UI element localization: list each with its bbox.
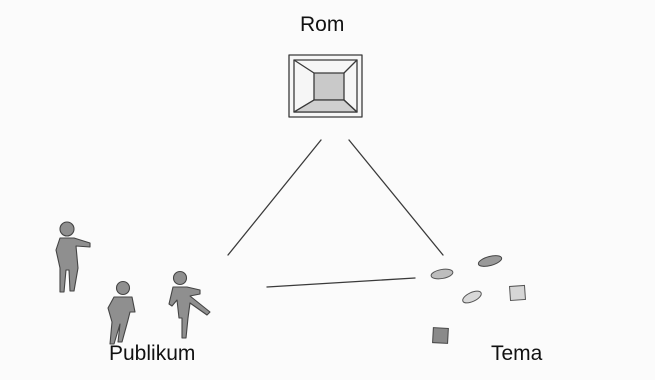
room-audience-line <box>227 139 322 256</box>
room-box-icon <box>288 54 363 118</box>
theme-objects-icon <box>430 255 527 344</box>
person-figure-icon <box>55 221 91 293</box>
audience-label: Publikum <box>109 342 196 365</box>
person-figure-icon <box>168 270 211 339</box>
audience-theme-line <box>266 277 416 288</box>
person-figure-icon <box>107 280 136 345</box>
room-label: Rom <box>300 13 345 36</box>
room-theme-line <box>348 139 444 256</box>
theme-label: Tema <box>491 342 543 365</box>
